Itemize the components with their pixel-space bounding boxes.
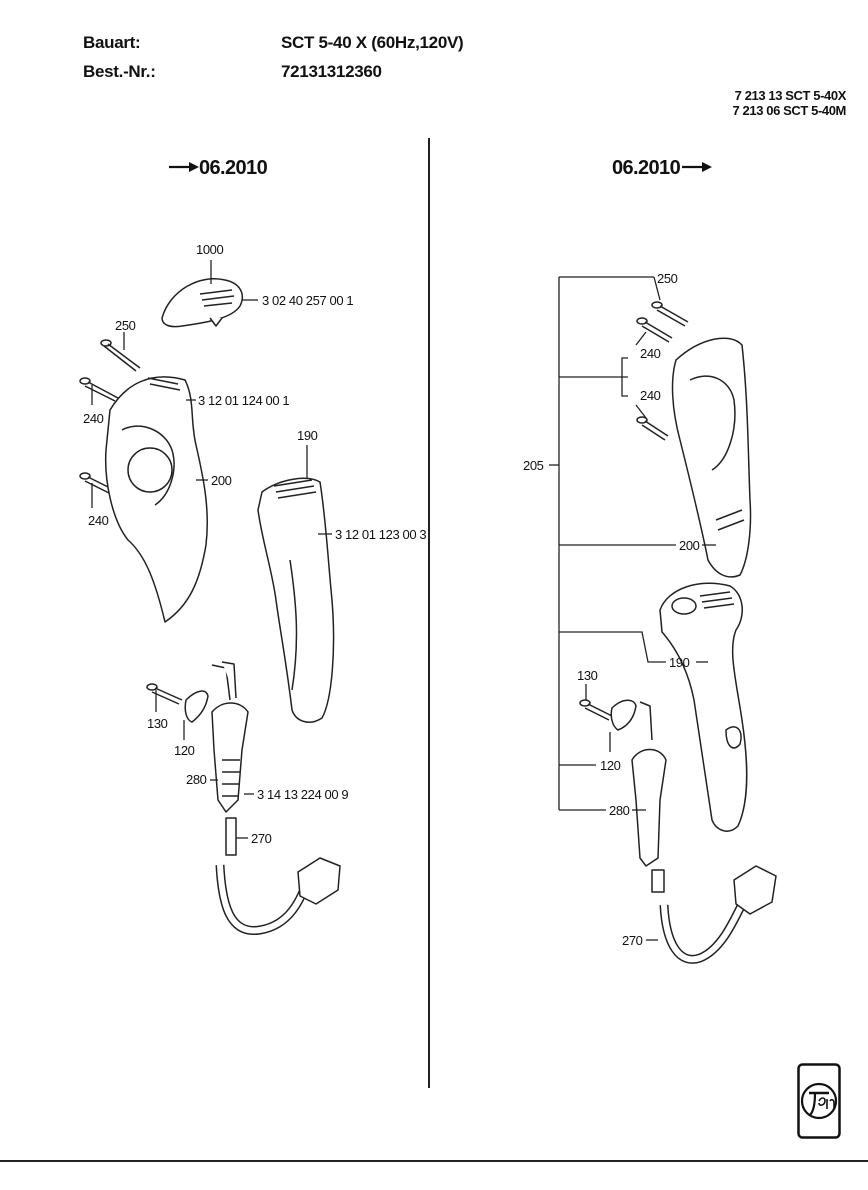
- cord-protector-part: [631, 701, 667, 867]
- arrow-right-icon: [169, 156, 199, 172]
- model-list: 7 213 13 SCT 5-40X 7 213 06 SCT 5-40M: [732, 88, 847, 118]
- callout-240: 240: [640, 346, 661, 361]
- callout-270: 270: [251, 831, 272, 846]
- part-number: 3 12 01 123 00 3: [335, 527, 426, 542]
- part-number: 3 12 01 124 00 1: [198, 393, 289, 408]
- screw-part: [651, 301, 689, 327]
- callout-280: 280: [609, 803, 630, 818]
- panel-divider: [428, 138, 430, 1088]
- screw-part: [636, 317, 673, 343]
- screw-part: [79, 377, 119, 402]
- callout-270: 270: [622, 933, 643, 948]
- bottom-rule: [0, 1160, 868, 1162]
- callout-1000: 1000: [196, 242, 223, 257]
- part-number: 3 14 13 224 00 9: [257, 787, 348, 802]
- callout-130: 130: [577, 668, 598, 683]
- callout-190: 190: [669, 655, 690, 670]
- model-line: 7 213 06 SCT 5-40M: [732, 103, 847, 118]
- handle-part: [659, 582, 748, 832]
- handle-half-part: [257, 477, 335, 723]
- order-value: 72131312360: [281, 62, 382, 81]
- callout-240: 240: [83, 411, 104, 426]
- callout-250: 250: [115, 318, 136, 333]
- fein-logo-icon: [797, 1063, 841, 1139]
- callout-200: 200: [211, 473, 232, 488]
- order-label: Best.-Nr.:: [83, 62, 156, 81]
- callout-240: 240: [640, 388, 661, 403]
- arrow-right-icon: [682, 156, 713, 172]
- housing-half-part: [104, 376, 208, 623]
- part-number: 3 02 40 257 00 1: [262, 293, 353, 308]
- callout-200: 200: [679, 538, 700, 553]
- left-era-heading: 06.2010: [169, 156, 268, 180]
- screw-part: [146, 683, 183, 705]
- callout-120: 120: [174, 743, 195, 758]
- right-era-heading: 06.2010: [612, 156, 713, 180]
- switch-cap-part: [161, 278, 244, 328]
- callout-190: 190: [297, 428, 318, 443]
- cord-protector-part: [211, 661, 249, 813]
- callout-120: 120: [600, 758, 621, 773]
- type-label: Bauart:: [83, 33, 141, 52]
- callout-250: 250: [657, 271, 678, 286]
- cord-clamp-part: [184, 690, 209, 723]
- cord-clamp-part: [610, 699, 637, 731]
- power-cable-part: [215, 817, 341, 936]
- power-cable-part: [651, 865, 777, 964]
- type-value: SCT 5-40 X (60Hz,120V): [281, 33, 464, 52]
- model-line: 7 213 13 SCT 5-40X: [734, 88, 847, 103]
- housing-half-part: [671, 337, 752, 578]
- callout-240: 240: [88, 513, 109, 528]
- screw-part: [636, 416, 669, 441]
- screw-part: [579, 699, 613, 721]
- screw-part: [100, 339, 141, 372]
- callout-205: 205: [523, 458, 544, 473]
- callout-280: 280: [186, 772, 207, 787]
- left-era-date: 06.2010: [199, 157, 268, 179]
- right-era-date: 06.2010: [612, 157, 681, 179]
- callout-130: 130: [147, 716, 168, 731]
